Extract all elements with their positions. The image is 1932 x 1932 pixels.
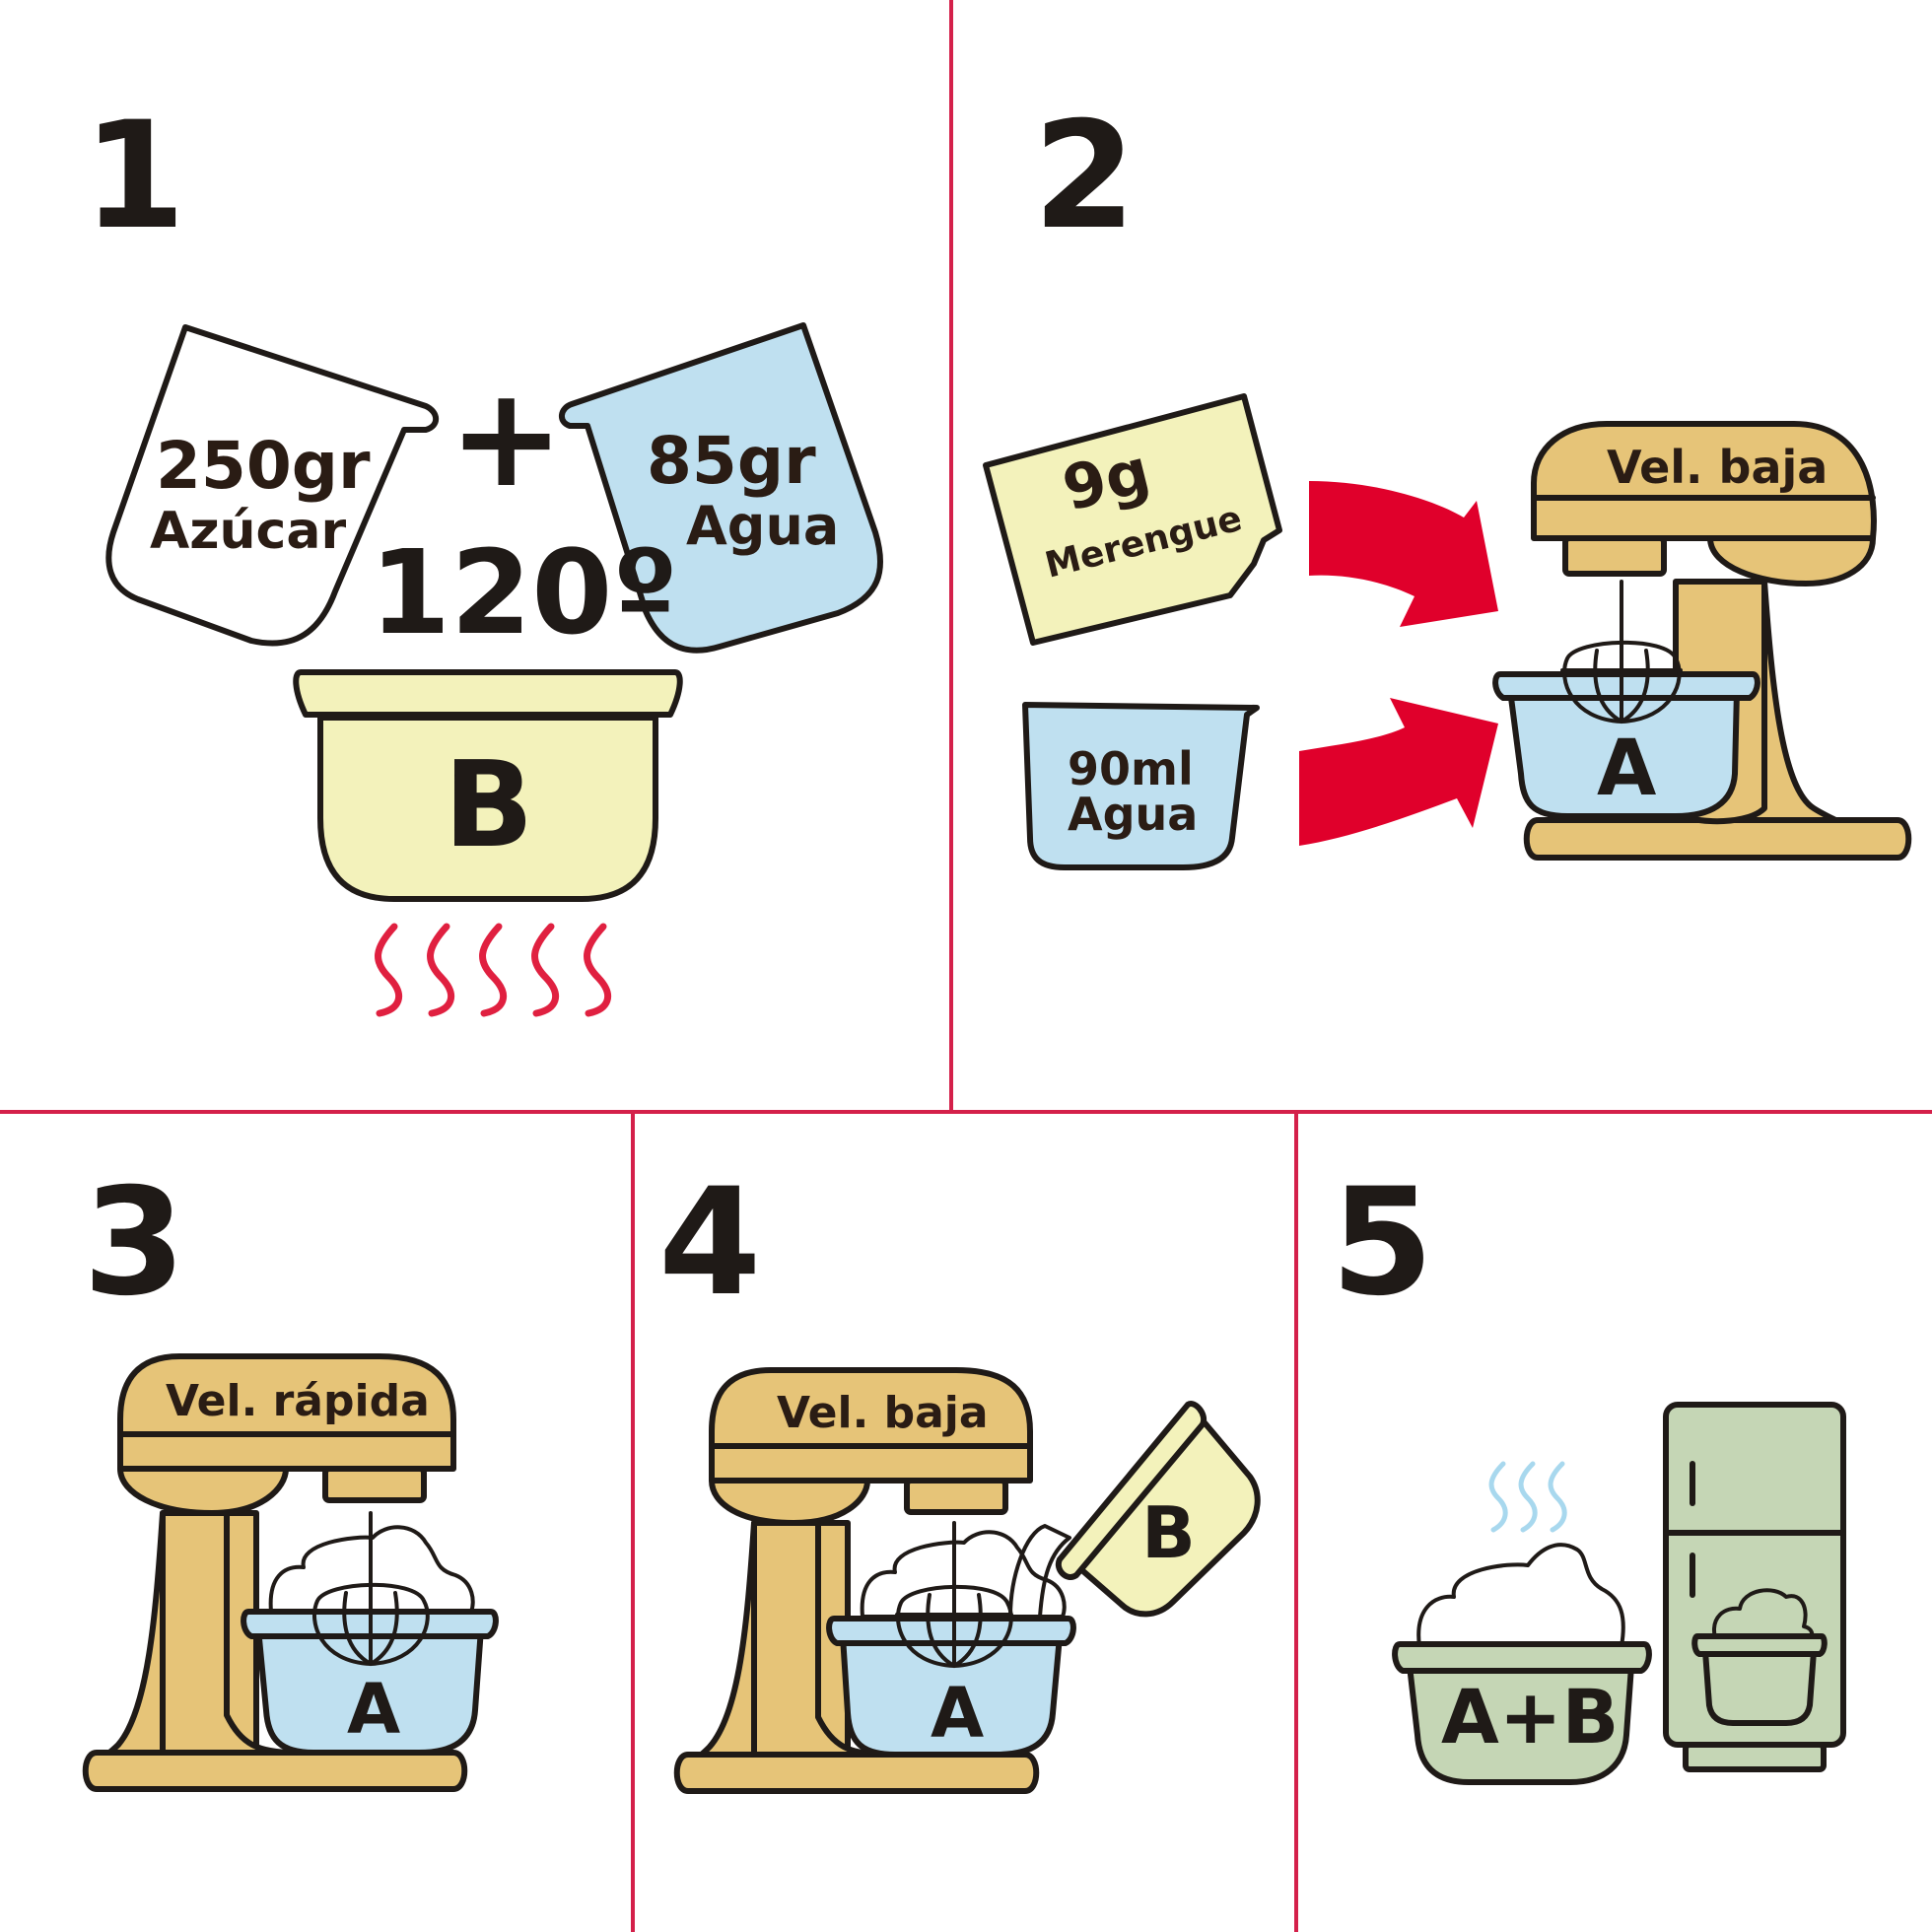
step-3-number: 3: [83, 1157, 185, 1329]
step-2-number: 2: [1033, 91, 1136, 262]
step-5-number: 5: [1331, 1157, 1433, 1329]
sugar-amount: 250gr: [156, 428, 371, 504]
step-4-number: 4: [658, 1157, 761, 1329]
sugar-container: 250gr Azúcar: [105, 324, 440, 647]
steam-icon: [1488, 1461, 1567, 1533]
bowl-a-plus-b-label: A+B: [1441, 1673, 1619, 1760]
pot-b-label: B: [1141, 1491, 1196, 1574]
step-2-panel: 2 9g Merengue 90ml Agua Vel. baja: [983, 91, 1912, 870]
step-1-number: 1: [83, 91, 185, 262]
bowl-a-plus-b: A+B: [1392, 1543, 1652, 1785]
pot-b: B: [293, 669, 683, 902]
sugar-label: Azúcar: [150, 502, 346, 561]
merengue-packet: 9g Merengue: [983, 393, 1282, 646]
bowl-a: A: [826, 1521, 1076, 1758]
step-1-panel: 1 250gr Azúcar + 85gr Agua 120º B: [83, 91, 884, 1017]
stand-mixer: Vel. baja: [673, 1367, 1040, 1794]
pot-b-label: B: [444, 737, 533, 874]
bowl-a: A: [241, 1511, 499, 1756]
plus-sign: +: [448, 358, 564, 518]
mixer-speed-label: Vel. baja: [1607, 441, 1828, 494]
heat-icon: [375, 923, 612, 1017]
cup-label: Agua: [1068, 788, 1198, 841]
cup-amount: 90ml: [1068, 742, 1194, 795]
temperature-label: 120º: [370, 524, 678, 660]
stand-mixer: Vel. rápida: [82, 1353, 468, 1792]
water-container: 85gr Agua: [559, 322, 884, 654]
bowl-a-label: A: [1597, 724, 1656, 813]
arrow-right-icon: [1299, 481, 1498, 846]
bowl-a: A: [1492, 580, 1760, 819]
water-label: Agua: [686, 495, 839, 557]
step-5-panel: 5 A+B: [1331, 1157, 1846, 1785]
bowl-a-label: A: [931, 1673, 984, 1754]
step-3-panel: 3 Vel. rápida A: [82, 1157, 499, 1792]
mixer-speed-label: Vel. baja: [777, 1388, 989, 1438]
bowl-a-label: A: [347, 1669, 400, 1750]
water-cup: 90ml Agua: [1022, 702, 1260, 870]
pot-b: B: [1055, 1401, 1261, 1618]
stand-mixer: Vel. baja: [1523, 421, 1912, 861]
mixer-speed-label: Vel. rápida: [166, 1376, 430, 1426]
water-amount: 85gr: [647, 423, 816, 499]
fridge-icon: [1663, 1402, 1846, 1772]
step-4-panel: 4 Vel. baja A B: [658, 1157, 1261, 1794]
